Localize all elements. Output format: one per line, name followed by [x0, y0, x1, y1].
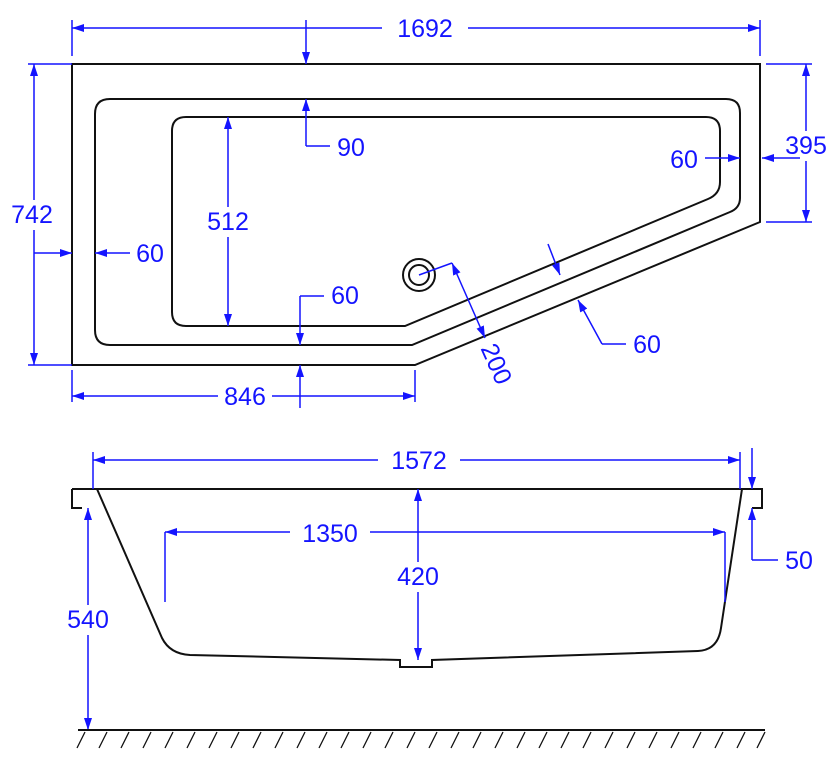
dim-overall-width: 742 [11, 201, 53, 229]
outer-outline [71, 63, 761, 366]
side-view: 1572 50 1350 420 540 [60, 446, 813, 749]
dim-drain-offset: 200 [475, 339, 518, 389]
dim-height: 540 [67, 606, 109, 634]
rim-inner-outline [94, 98, 741, 346]
dim-rim-top: 90 [337, 134, 365, 162]
dim-top-length: 1572 [391, 447, 447, 475]
dim-inner-width: 512 [207, 208, 249, 236]
dim-bottom-length: 1350 [302, 520, 358, 548]
dim-rim-diagonal: 60 [633, 331, 661, 359]
dim-right-end-width: 395 [785, 132, 827, 160]
dim-rim-right: 60 [670, 146, 698, 174]
top-view: 1692 90 742 60 512 60 846 3 [6, 14, 834, 411]
dim-depth: 420 [397, 563, 439, 591]
dim-bottom-length: 846 [224, 383, 266, 411]
dim-rim-bottom: 60 [331, 282, 359, 310]
dim-rim-left: 60 [136, 240, 164, 268]
drain-icon [402, 258, 436, 292]
dim-overall-length: 1692 [397, 15, 453, 43]
basin-outline [171, 116, 721, 327]
dim-rim-thickness: 50 [785, 547, 813, 575]
ground-hatch [76, 729, 766, 749]
